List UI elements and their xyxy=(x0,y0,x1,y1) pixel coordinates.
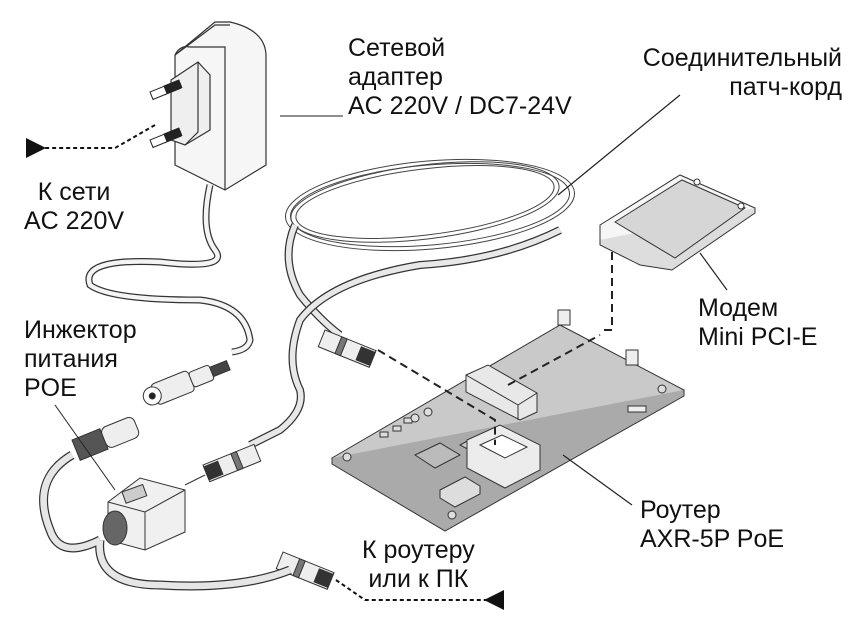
router-label-line1: Роутер xyxy=(640,496,721,524)
to-router-label: К роутеру или к ПК xyxy=(362,536,475,594)
rj45-plug-icon xyxy=(202,329,377,590)
power-adapter-icon xyxy=(149,21,267,191)
patchcord-label-line1: Соединительный xyxy=(642,44,842,72)
modem-label: Модем Mini PCI-E xyxy=(698,294,817,352)
mains-label: К сети AC 220V xyxy=(24,178,124,236)
mini-pci-dashed-line xyxy=(507,334,601,386)
injector-rj45-link xyxy=(184,474,206,486)
to-router-arrow xyxy=(335,579,504,610)
router-board-icon xyxy=(331,309,686,532)
router-leader-line xyxy=(562,454,633,506)
patchcord-to-router-dashed-line xyxy=(377,349,496,445)
router-label-line2: AXR-5P PoE xyxy=(640,525,785,553)
injector-label-line1: Инжектор xyxy=(24,316,137,344)
patchcord-leader-line xyxy=(557,94,681,196)
injector-label: Инжектор питания POE xyxy=(24,316,137,403)
patchcord-label-line2: патч-корд xyxy=(729,73,842,101)
adapter-cable xyxy=(85,184,254,356)
dc-plug-icon xyxy=(71,359,231,462)
to-router-label-line2: или к ПК xyxy=(368,565,469,593)
modem-leader-line xyxy=(699,252,728,291)
modem-card-icon xyxy=(599,174,757,271)
mains-label-line1: К сети xyxy=(37,178,111,206)
to-router-label-line1: К роутеру xyxy=(362,536,475,564)
adapter-label-line1: Сетевой xyxy=(348,34,446,62)
injector-leader-line xyxy=(54,404,116,491)
modem-label-line1: Модем xyxy=(698,294,779,322)
modem-label-line2: Mini PCI-E xyxy=(698,323,818,351)
injector-label-line2: питания xyxy=(24,345,118,373)
mains-arrow xyxy=(25,124,156,158)
mains-label-line2: AC 220V xyxy=(24,207,125,235)
adapter-label-line3: AC 220V / DC7-24V xyxy=(348,92,572,120)
modem-slot-dashed-line xyxy=(600,252,613,331)
adapter-label: Сетевой адаптер AC 220V / DC7-24V xyxy=(348,34,572,121)
router-label: Роутер AXR-5P PoE xyxy=(640,496,784,554)
injector-cables xyxy=(39,451,292,591)
injector-label-line3: POE xyxy=(24,374,77,402)
poe-injector-icon xyxy=(102,477,186,551)
patch-cord-icon xyxy=(248,158,575,449)
patchcord-label: Соединительный патч-корд xyxy=(643,44,842,102)
adapter-label-line2: адаптер xyxy=(348,63,443,91)
